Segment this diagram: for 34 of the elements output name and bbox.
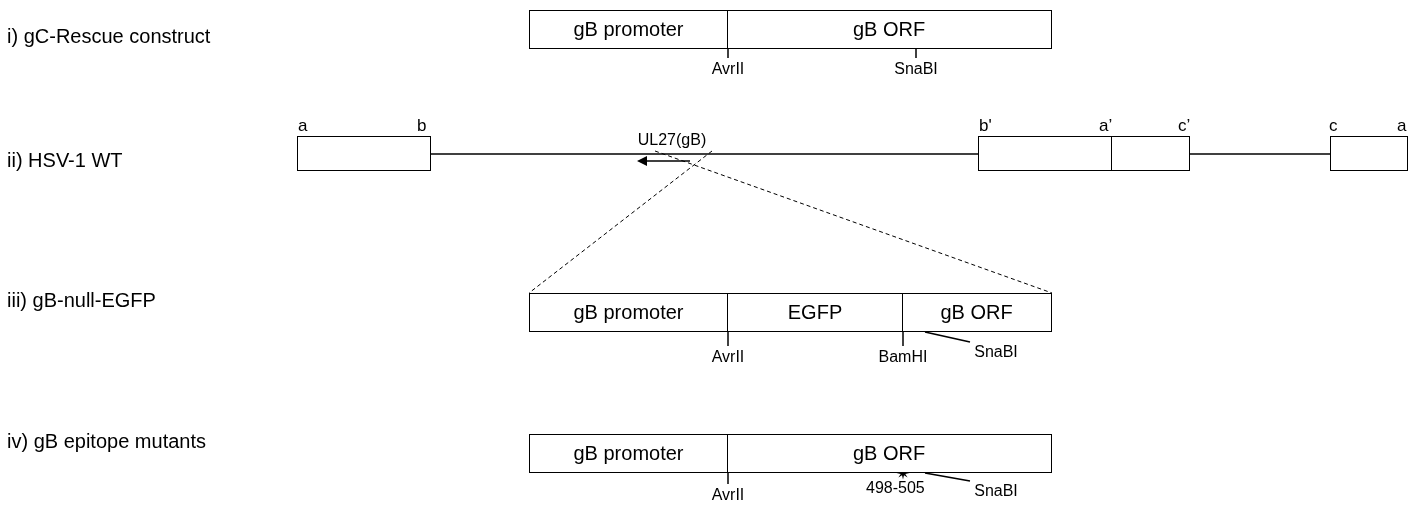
genome-line (915, 48, 917, 59)
site-label: AvrII (703, 346, 753, 368)
region-letter: c’ (1178, 115, 1191, 137)
row-label: iii) gB-null-EGFP (7, 288, 156, 313)
repeat-region-box (1111, 136, 1190, 171)
repeat-region-box (1330, 136, 1408, 171)
genome-line (924, 472, 971, 482)
region-letter: a (1397, 115, 1407, 137)
region-letter: b' (979, 115, 992, 137)
site-label: SnaBI (968, 341, 1024, 363)
site-label: SnaBI (888, 58, 944, 80)
genome-line (727, 331, 729, 347)
genome-line (902, 331, 904, 347)
genome-line (727, 472, 729, 485)
site-label: AvrII (703, 58, 753, 80)
genome-line (924, 331, 971, 343)
region-letter: a’ (1099, 115, 1113, 137)
region-letter: b (417, 115, 427, 137)
site-label: BamHI (872, 346, 934, 368)
row-label: iv) gB epitope mutants (7, 429, 206, 454)
genome-line (727, 48, 729, 59)
region-letter: a (298, 115, 308, 137)
genome-line (430, 153, 979, 155)
site-label: AvrII (703, 484, 753, 506)
site-label: SnaBI (968, 480, 1024, 502)
repeat-region-box (297, 136, 431, 171)
gene-label: UL27(gB) (610, 129, 734, 151)
position-label: 498-505 (866, 478, 925, 498)
genome-line (1189, 153, 1331, 155)
row-label: ii) HSV-1 WT (7, 148, 123, 173)
repeat-region-box (978, 136, 1113, 171)
dashed-line (654, 150, 1053, 294)
region-letter: c (1329, 115, 1338, 137)
row-label: i) gC-Rescue construct (7, 24, 211, 49)
